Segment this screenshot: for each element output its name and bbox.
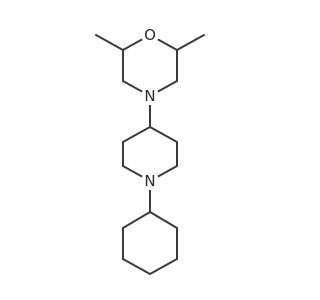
- morpholine-nitrogen-label: N: [144, 87, 155, 105]
- atom-oxygen: O: [141, 26, 159, 44]
- bond-cy5-cy4: [149, 258, 178, 275]
- bond-c4-c3-left: [122, 126, 151, 143]
- bond-cy3-cy4: [122, 258, 151, 275]
- atom-morpholine-nitrogen: N: [141, 87, 159, 105]
- cyclohexane-ring: [122, 211, 178, 275]
- methyl-right-bond: [176, 34, 205, 51]
- bond-cy1-cy2: [122, 211, 151, 229]
- bond-c4-c3-right: [149, 126, 178, 143]
- atom-piperidine-nitrogen: N: [141, 172, 159, 190]
- bond-cy1-cy6: [149, 211, 178, 229]
- oxygen-label: O: [144, 26, 156, 44]
- methyl-groups: [95, 34, 205, 51]
- piperidine-nitrogen-label: N: [144, 172, 155, 190]
- molecule-diagram: O N N: [95, 26, 205, 275]
- methyl-left-bond: [95, 34, 124, 51]
